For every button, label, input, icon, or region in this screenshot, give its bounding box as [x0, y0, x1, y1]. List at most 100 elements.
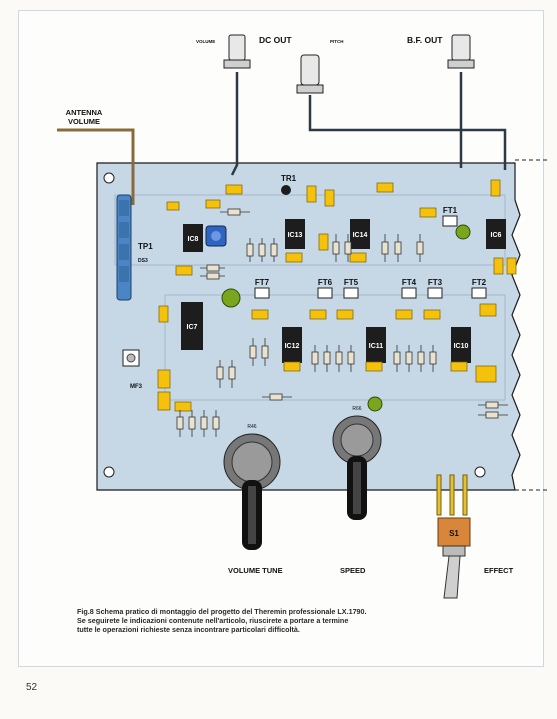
dc-out-label: DC OUT [259, 35, 292, 45]
mounting-hole [474, 466, 486, 478]
caption-line: tutte le operazioni richieste senza inco… [77, 625, 300, 634]
ic-chip [282, 327, 302, 363]
ic-label: IC12 [285, 343, 300, 350]
capacitor [157, 391, 171, 411]
mf-label: MF3 [130, 384, 143, 390]
ft-label: FT6 [318, 278, 333, 287]
pitch-label: PITCH [330, 39, 344, 44]
ft-label: FT5 [344, 278, 359, 287]
capacitor [174, 401, 192, 412]
volume-label: VOLUME [196, 39, 215, 44]
volume-tune-label: VOLUME TUNE [228, 566, 283, 575]
ft-component [471, 287, 487, 299]
ic-chip [451, 327, 471, 363]
capacitor [490, 179, 501, 197]
trace-outline [164, 294, 506, 401]
ft-component [401, 287, 417, 299]
capacitor [475, 365, 497, 383]
capacitor [336, 309, 354, 320]
capacitor [175, 265, 193, 276]
capacitor [309, 309, 327, 320]
ft-label: FT4 [402, 278, 417, 287]
trimmer-knob [211, 231, 221, 241]
ic-label: IC13 [288, 232, 303, 239]
speed-label: SPEED [340, 566, 366, 575]
caption-line: Se seguirete le indicazioni contenute ne… [77, 616, 349, 625]
ic-chip [181, 302, 203, 350]
ft-component [317, 287, 333, 299]
jack-volume[interactable] [223, 34, 251, 69]
capacitor [283, 361, 301, 372]
ic-chip [486, 219, 506, 249]
pot-label: R46 [247, 424, 256, 430]
capacitor [157, 369, 171, 389]
jack-pitch[interactable] [296, 54, 324, 94]
jack-bf-out[interactable] [447, 34, 475, 69]
switch-effect[interactable] [436, 474, 471, 599]
ft-component [343, 287, 359, 299]
ft-label: FT2 [472, 278, 487, 287]
capacitor [349, 252, 367, 263]
resistor-row [246, 238, 278, 262]
capacitor [395, 309, 413, 320]
ft-label: FT1 [443, 206, 458, 215]
capacitor [324, 189, 335, 207]
bf-out-label: B.F. OUT [407, 35, 443, 45]
effect-label: EFFECT [484, 566, 514, 575]
ic-chip [350, 219, 370, 249]
figure-caption: Fig.8 Schema pratico di montaggio del pr… [77, 607, 477, 634]
capacitor [166, 201, 180, 211]
mounting-hole [103, 466, 115, 478]
ic-label: IC6 [491, 232, 502, 239]
transistor-label: TR1 [281, 174, 297, 183]
capacitor [365, 361, 383, 372]
transistor [281, 185, 291, 195]
led-green [455, 224, 471, 240]
ft-label: FT3 [428, 278, 443, 287]
page-number: 52 [26, 682, 38, 693]
ic-label: IC10 [454, 343, 469, 350]
capacitor [493, 257, 504, 275]
ft-component [427, 287, 443, 299]
ic-label: IC14 [353, 232, 368, 239]
capacitor [225, 184, 243, 195]
capacitor [423, 309, 441, 320]
resistor-row [381, 234, 424, 262]
cable-volume [230, 72, 239, 176]
capacitor [506, 257, 517, 275]
resistor-row [311, 345, 355, 372]
ft-component [442, 215, 458, 227]
ft-label: FT7 [255, 278, 270, 287]
caption-line: Fig.8 Schema pratico di montaggio del pr… [77, 607, 367, 616]
capacitor [251, 309, 269, 320]
led-green [221, 288, 241, 308]
capacitor [376, 182, 394, 193]
diode-label: DS3 [138, 258, 148, 264]
resistor-row [176, 410, 220, 437]
ic-label: IC8 [188, 236, 199, 243]
pot-volume-tune[interactable] [223, 433, 281, 550]
resistor-row [216, 360, 236, 388]
antenna-rod [57, 128, 135, 205]
antenna-label-2: VOLUME [68, 117, 100, 126]
capacitor [158, 305, 169, 323]
resistor-horizontal [200, 208, 508, 419]
ic-chip [366, 327, 386, 363]
coil-jaf [119, 266, 129, 282]
ic-chip [285, 219, 305, 249]
resistor-row [393, 345, 437, 372]
cable-pitch [308, 95, 507, 170]
pot-speed[interactable] [332, 415, 382, 520]
ft-component [254, 287, 270, 299]
capacitor [479, 303, 497, 317]
capacitor [285, 252, 303, 263]
antenna-label-1: ANTENNA [66, 108, 103, 117]
mf-core [126, 353, 136, 363]
pot-label: R66 [352, 406, 361, 412]
capacitor [450, 361, 468, 372]
ic-label: IC11 [369, 343, 384, 350]
switch-label: S1 [449, 529, 459, 538]
ic-chip [183, 224, 203, 252]
capacitor [419, 207, 437, 218]
